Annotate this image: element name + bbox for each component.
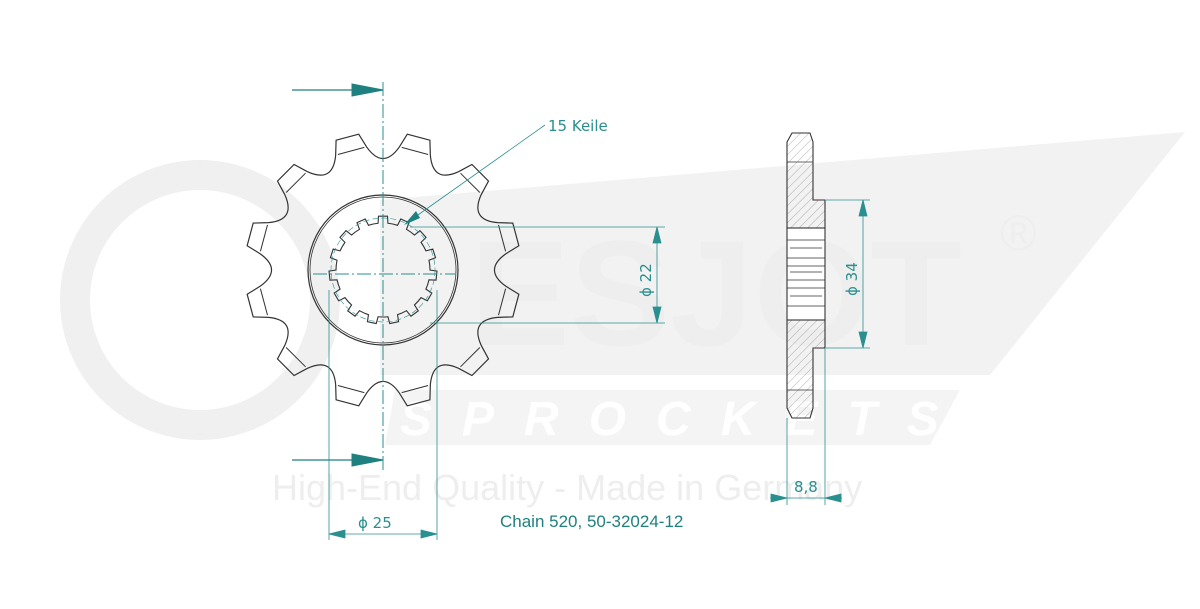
spline-leader: 15 Keile	[404, 117, 608, 225]
sprocket-front-view	[246, 133, 520, 407]
tooth-chamfer-line	[498, 224, 507, 252]
watermark-subtitle: SPROCKETS	[400, 393, 969, 446]
watermark-slogan: High-End Quality - Made in Germany	[272, 467, 862, 508]
tooth-chamfer-line	[401, 385, 429, 394]
tooth-chamfer-line	[337, 146, 365, 155]
spline-count-label: 15 Keile	[548, 117, 608, 135]
dimension-bore	[410, 226, 665, 324]
tooth-chamfer-line	[259, 224, 268, 252]
part-caption: Chain 520, 50-32024-12	[500, 512, 683, 531]
tooth-chamfer-line	[498, 288, 507, 316]
center-lines	[313, 82, 455, 470]
spline-bore	[328, 215, 438, 325]
watermark-brand: ESJOT	[470, 209, 962, 377]
dimension-thickness	[770, 348, 842, 505]
hub-diameter-label: ϕ 25	[358, 514, 392, 532]
arrow-top-icon	[351, 83, 384, 97]
tooth-chamfer-line	[401, 146, 429, 155]
sprocket-side-view	[786, 132, 826, 419]
tooth-tip-chamfers	[259, 146, 507, 394]
sprocket-outline	[246, 133, 520, 407]
thickness-label: 8,8	[794, 478, 818, 496]
arrow-bottom-icon	[351, 453, 384, 467]
tooth-chamfer-line	[285, 347, 306, 368]
side-hub-diameter-label: ϕ 34	[843, 262, 861, 296]
dimension-hub	[328, 290, 438, 540]
tooth-chamfer-line	[285, 172, 306, 193]
section-arrows	[292, 83, 384, 467]
watermark: ESJOT ® SPROCKETS High-End Quality - Mad…	[60, 132, 1185, 508]
tooth-chamfer-line	[460, 347, 481, 368]
watermark-registered: ®	[1000, 205, 1037, 261]
tooth-chamfer-line	[259, 288, 268, 316]
tooth-chamfer-line	[337, 385, 365, 394]
bore-diameter-label: ϕ 22	[637, 263, 655, 297]
dimension-side-hub	[826, 199, 870, 349]
tooth-chamfer-line	[460, 172, 481, 193]
